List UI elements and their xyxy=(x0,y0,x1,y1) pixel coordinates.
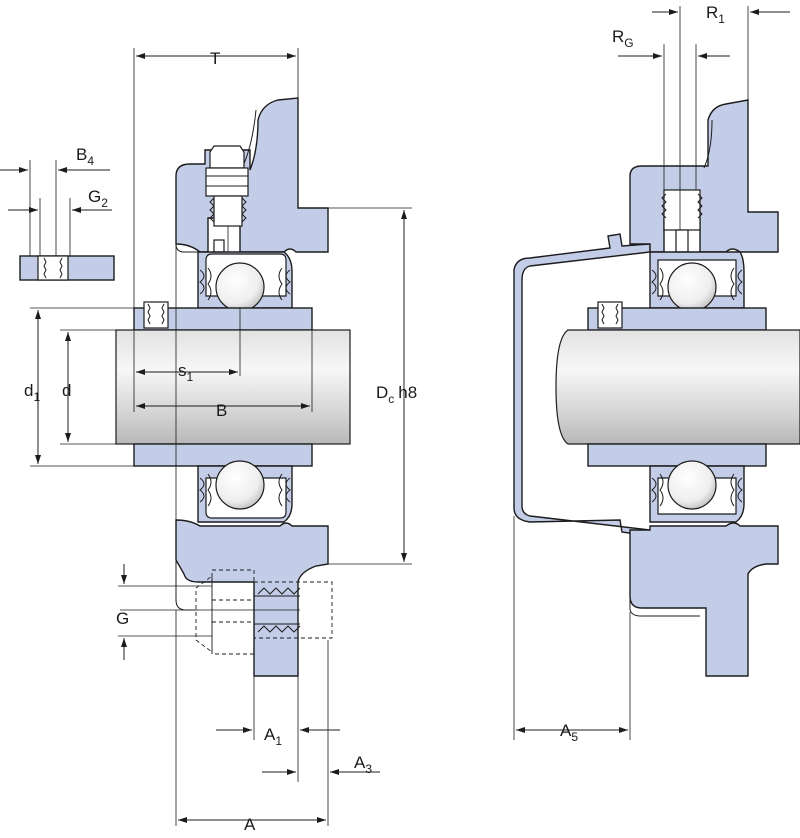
label-A5: A5 xyxy=(560,721,578,744)
label-R1: R1 xyxy=(706,3,725,26)
right-view xyxy=(513,6,800,740)
ball-lower xyxy=(215,460,265,510)
right-grease-bore xyxy=(663,189,701,231)
label-d1: d1 xyxy=(24,381,40,404)
collar-detail xyxy=(0,160,115,281)
label-d: d xyxy=(62,381,71,400)
set-screw-upper xyxy=(143,301,169,329)
right-ball-upper xyxy=(667,262,717,312)
collar-detail-thread xyxy=(43,257,63,279)
left-view xyxy=(30,48,412,826)
label-s1: s1 xyxy=(178,361,194,384)
ball-upper xyxy=(215,262,265,312)
right-inner-ring-lower xyxy=(587,443,767,467)
dimensions-left xyxy=(35,53,407,823)
label-A3: A3 xyxy=(354,753,372,776)
end-cover xyxy=(513,233,651,537)
label-B4: B4 xyxy=(76,145,94,168)
label-G2: G2 xyxy=(88,187,108,210)
housing-lower-section xyxy=(175,519,329,677)
label-B: B xyxy=(216,401,227,420)
right-housing-lower xyxy=(629,522,779,677)
housing-upper-section xyxy=(175,97,329,253)
shaft xyxy=(115,329,351,445)
label-T: T xyxy=(210,49,220,68)
right-ball-lower xyxy=(667,460,717,510)
seal-lips-upper xyxy=(199,267,291,301)
label-A1: A1 xyxy=(264,725,282,748)
grease-nipple xyxy=(205,145,249,253)
inner-ring-lower xyxy=(133,443,313,467)
seal-lips-lower xyxy=(199,473,291,507)
label-G: G xyxy=(116,609,129,628)
dimensions-right xyxy=(516,9,790,733)
label-RG: RG xyxy=(612,27,634,50)
collar-detail-screw-hole xyxy=(37,255,69,281)
right-shaft xyxy=(555,329,800,445)
label-A: A xyxy=(244,815,256,834)
right-housing-upper xyxy=(629,99,779,253)
